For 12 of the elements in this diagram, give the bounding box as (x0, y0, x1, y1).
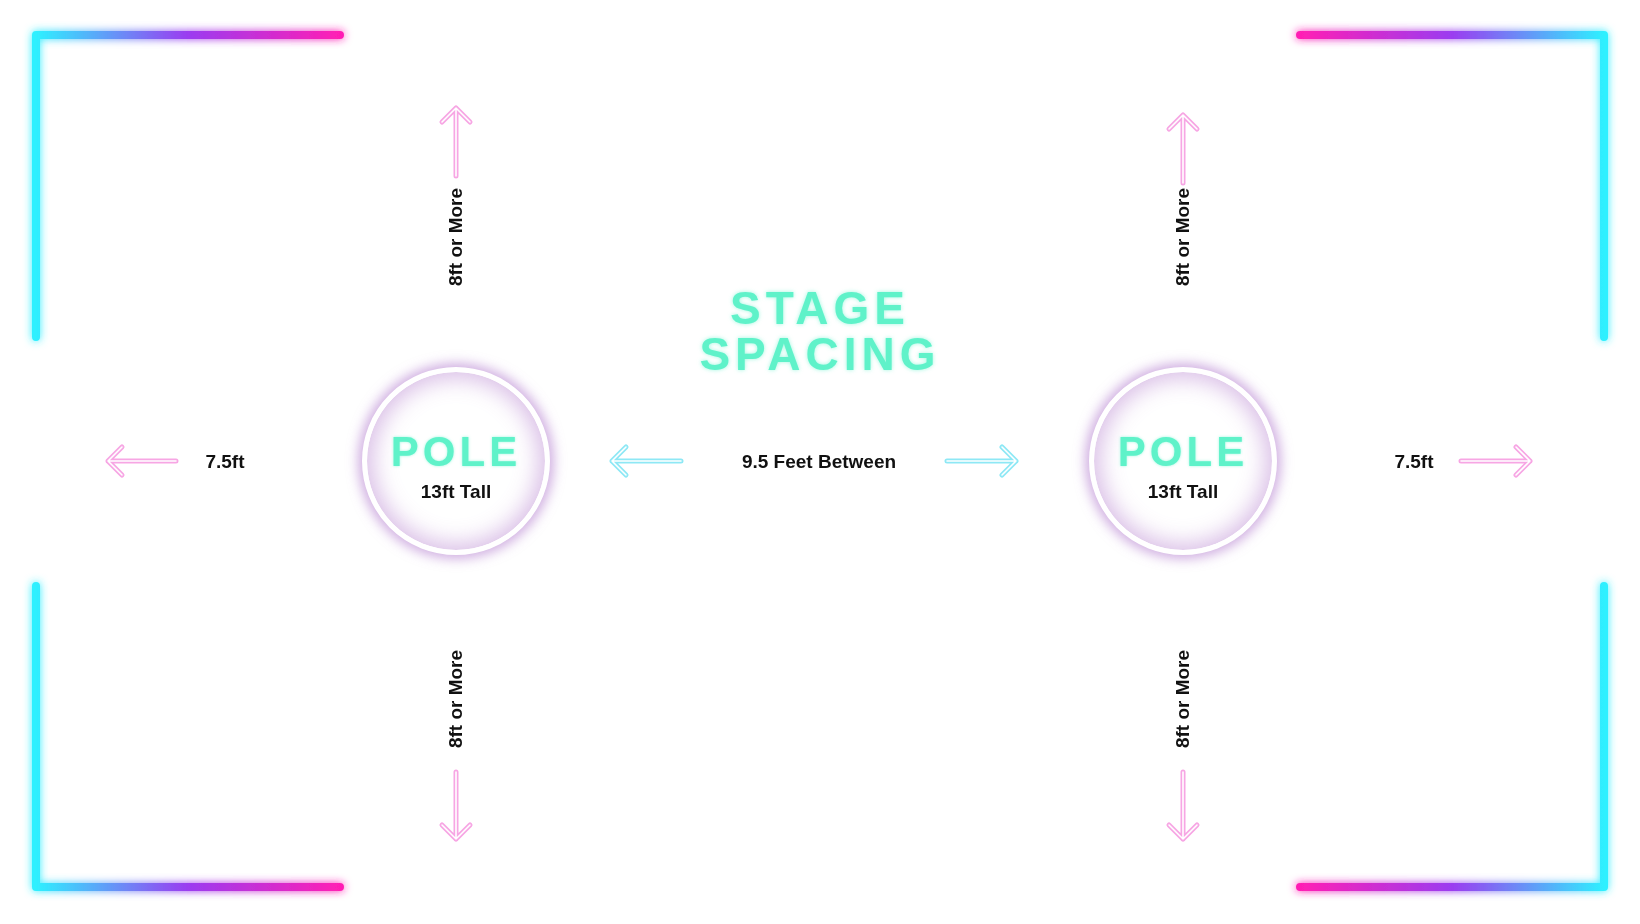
distance-label: 8ft or More (445, 649, 467, 749)
pole-heading: POLE (1117, 429, 1249, 475)
pole-height: 13ft Tall (420, 481, 492, 503)
distance-label: 9.5 Feet Between (741, 451, 897, 473)
distance-label: 8ft or More (1172, 649, 1194, 749)
pole-heading: POLE (390, 429, 522, 475)
distance-label: 7.5ft (205, 451, 245, 473)
distance-label: 8ft or More (445, 187, 467, 287)
title: STAGE SPACING (698, 285, 942, 377)
distance-label: 8ft or More (1172, 187, 1194, 287)
pole-height: 13ft Tall (1147, 481, 1219, 503)
distance-label: 7.5ft (1394, 451, 1434, 473)
